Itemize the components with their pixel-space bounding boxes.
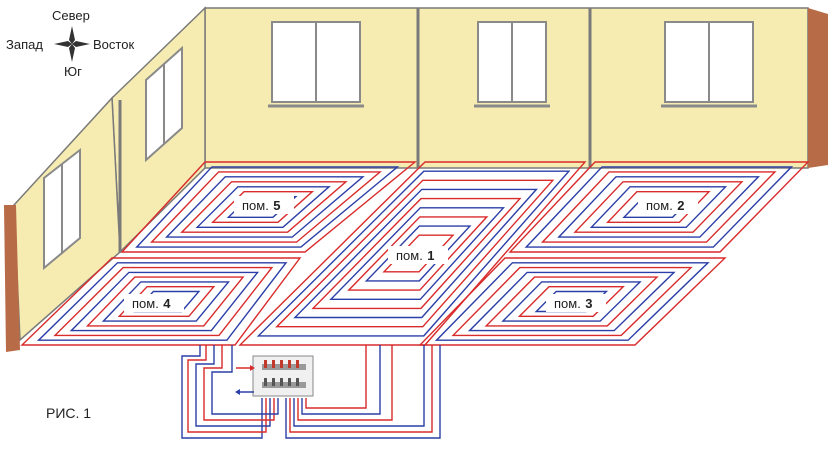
pipe-lead: [301, 345, 381, 415]
wall-brick-end: [808, 8, 828, 168]
heating-loop-room-5: [120, 161, 417, 253]
window: [474, 21, 550, 108]
pipe-lead: [305, 345, 367, 409]
pipe-loop: [256, 170, 571, 337]
pipe-loop: [557, 176, 761, 238]
pipe-lead: [211, 345, 279, 415]
pipe-loop: [467, 271, 676, 332]
room-label-4: пом. 4: [124, 294, 184, 312]
pipe-loop: [180, 181, 348, 233]
pipe-loop: [589, 186, 728, 229]
room-labels: пом. 1 пом. 2 пом. 3 пом. 4 пом. 5: [124, 196, 698, 312]
heating-loop-room-3: [418, 257, 727, 346]
pipe-loop: [149, 171, 383, 243]
svg-text:пом. 4: пом. 4: [132, 295, 171, 312]
svg-text:пом. 3: пом. 3: [554, 295, 593, 312]
pipe-loop: [484, 276, 659, 327]
pipe-loop: [36, 262, 288, 341]
pipe-lead: [195, 345, 271, 427]
pipe-loop: [508, 161, 810, 253]
room-prefix: пом.: [242, 198, 269, 213]
room-number: 5: [273, 198, 280, 213]
heating-loop-room-2: [508, 161, 810, 253]
pipe-loop: [195, 186, 331, 229]
room-prefix: пом.: [554, 296, 581, 311]
svg-text:пом. 2: пом. 2: [646, 197, 685, 214]
room-label-2: пом. 2: [638, 196, 698, 214]
pipe-lead: [297, 345, 393, 421]
wall-brick-end: [4, 205, 20, 352]
room-number: 4: [163, 296, 171, 311]
room-number: 2: [677, 198, 684, 213]
pipe-loop: [85, 276, 245, 327]
heating-loop-room-1: [238, 161, 587, 346]
room-prefix: пом.: [132, 296, 159, 311]
pipe-lead: [285, 345, 441, 439]
room-label-1: пом. 1: [388, 246, 448, 264]
pipe-loop: [20, 257, 302, 346]
window: [145, 45, 183, 163]
windows: [43, 21, 757, 271]
compass-rose-icon: [54, 26, 90, 62]
figure-caption: РИС. 1: [46, 405, 91, 421]
compass-west-label: Запад: [6, 37, 43, 52]
pipe-loop: [101, 281, 230, 322]
room-prefix: пом.: [396, 248, 423, 263]
pipe-loop: [53, 266, 274, 337]
room-label-5: пом. 5: [234, 196, 294, 214]
window: [268, 21, 364, 108]
pipe-loop: [329, 207, 505, 300]
return-arrow-icon: [235, 389, 254, 395]
pipe-loop: [501, 281, 642, 322]
pipe-loop: [524, 166, 794, 248]
pipe-loop: [540, 171, 777, 243]
pipe-loop: [364, 225, 472, 282]
svg-text:пом. 5: пом. 5: [242, 197, 281, 214]
pipe-loop: [275, 179, 555, 328]
manifold-icon: [252, 355, 314, 397]
pipe-loop: [311, 197, 522, 310]
supply-return-leads: [181, 345, 441, 439]
svg-text:пом. 1: пом. 1: [396, 247, 435, 264]
pipe-loop: [69, 271, 260, 332]
compass-east-label: Восток: [93, 37, 134, 52]
pipe-loop: [347, 216, 489, 291]
window: [661, 21, 757, 108]
pipe-lead: [203, 345, 275, 421]
room-number: 3: [585, 296, 592, 311]
pipe-loop: [135, 166, 400, 248]
pipe-lead: [289, 345, 433, 433]
pipe-lead: [293, 345, 425, 427]
pipe-loop: [164, 176, 365, 238]
room-prefix: пом.: [646, 198, 673, 213]
heating-loops: [20, 161, 810, 346]
pipe-loop: [293, 188, 538, 319]
pipe-loop: [517, 286, 625, 317]
pipe-loop: [606, 190, 711, 224]
pipe-loop: [451, 266, 693, 337]
room-label-3: пом. 3: [546, 294, 606, 312]
room-number: 1: [427, 248, 434, 263]
pipe-loop: [573, 181, 744, 233]
pipe-loop: [418, 257, 727, 346]
window: [43, 147, 81, 271]
supply-arrow-icon: [236, 365, 255, 371]
pipe-loop: [210, 190, 315, 224]
compass-north-label: Север: [52, 8, 90, 23]
pipe-loop: [120, 161, 417, 253]
heating-loop-room-4: [20, 257, 302, 346]
pipe-loop: [434, 262, 710, 341]
compass-south-label: Юг: [64, 64, 82, 79]
